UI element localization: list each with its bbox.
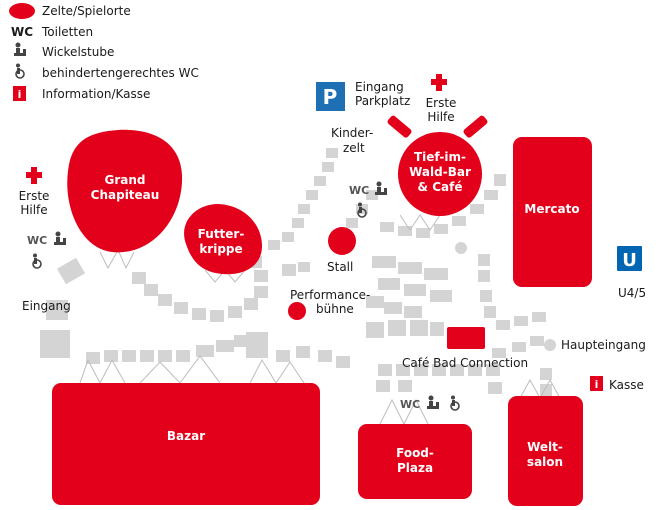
info-icon [590,376,603,391]
tief-im-wald-bar[interactable]: Tief-im- Wald-Bar & Café [386,114,488,216]
tief-im-wald-label-1: Tief-im- [414,150,466,164]
mercato[interactable]: Mercato [513,137,592,287]
food-plaza-label-2: Plaza [397,461,433,475]
performance-label-1: Performance- [290,288,370,302]
ubahn-line-label: U4/5 [618,286,646,300]
grand-chapiteau-label-2: Chapiteau [91,188,160,202]
wheelchair-icon [357,202,367,218]
eingang-label: Eingang [22,299,71,313]
wc-bottom[interactable]: WC [400,395,460,412]
legend-wc-symbol: WC [11,25,33,39]
food-plaza-label-1: Food- [396,446,434,460]
bazar[interactable]: Bazar [52,383,320,505]
first-aid-left-label-2: Hilfe [20,203,47,217]
legend-info: Information/Kasse [42,87,150,101]
tief-im-wald-label-3: & Café [418,180,463,194]
parking-symbol: P [323,85,338,109]
parking-entrance[interactable]: P Eingang Parkplatz [316,80,410,111]
changing-icon [375,181,387,195]
futterkrippe-label-1: Futter- [198,227,245,241]
wheelchair-icon [15,63,25,79]
legend-toilets: Toiletten [41,25,93,39]
kasse[interactable]: i Kasse [590,376,644,392]
wheelchair-icon [450,395,460,411]
mercato-label: Mercato [524,202,579,216]
haupteingang-label: Haupteingang [561,338,646,352]
kinderzelt-label-1: Kinder- [331,126,373,140]
stall-marker[interactable] [328,227,356,255]
legend: Zelte/Spielorte WC Toiletten Wickelstube… [9,3,199,101]
tief-im-wald-label-2: Wald-Bar [409,165,471,179]
wheelchair-icon [32,253,42,269]
first-aid-left-label-1: Erste [19,189,50,203]
wc-bottom-label: WC [400,398,420,411]
grand-chapiteau[interactable]: Grand Chapiteau [67,129,183,253]
ubahn-icon [617,246,642,271]
info-symbol: i [595,378,599,391]
first-aid-top-label-1: Erste [426,96,457,110]
ubahn-symbol: U [622,250,637,271]
first-aid-top-label-2: Hilfe [427,110,454,124]
weltsalon-label-2: salon [527,455,563,469]
info-legend-icon [13,86,26,101]
changing-icon [54,231,66,245]
performance-label-2: bühne [316,302,354,316]
bazar-label: Bazar [167,429,205,443]
futterkrippe[interactable]: Futter- krippe [184,204,262,275]
wc-center-label: WC [349,184,369,197]
kasse-label: Kasse [609,378,644,392]
futterkrippe-label-2: krippe [199,242,242,256]
wc-center[interactable]: WC [349,181,387,218]
first-aid-top[interactable]: Erste Hilfe [426,74,457,124]
cafe-bad-connection-label: Café Bad Connection [402,356,528,370]
weltsalon[interactable]: Welt- salon [508,396,583,506]
changing-icon [427,395,439,409]
tent-legend-icon [9,3,35,19]
first-aid-left[interactable]: Erste Hilfe [19,167,50,217]
stall-label: Stall [327,260,353,274]
legend-tents: Zelte/Spielorte [42,4,131,18]
parking-label-1: Eingang [355,80,404,94]
ubahn-station[interactable]: U U4/5 [617,246,646,300]
performance-marker[interactable] [288,302,306,320]
first-aid-cross-icon [431,74,447,91]
wc-left[interactable]: WC [27,231,66,269]
parking-icon [316,82,345,111]
grand-chapiteau-label-1: Grand [105,173,146,187]
info-legend-symbol: i [18,88,22,101]
cafe-bad-connection-marker[interactable] [447,327,485,349]
kinderzelt-label-2: zelt [343,141,365,155]
first-aid-cross-icon [26,167,42,184]
wc-left-label: WC [27,234,47,247]
legend-changing: Wickelstube [42,45,114,59]
weltsalon-label-1: Welt- [527,440,563,454]
food-plaza[interactable]: Food- Plaza [358,424,472,499]
changing-icon [14,42,26,56]
parking-label-2: Parkplatz [355,94,410,108]
legend-accessible: behindertengerechtes WC [42,66,199,80]
